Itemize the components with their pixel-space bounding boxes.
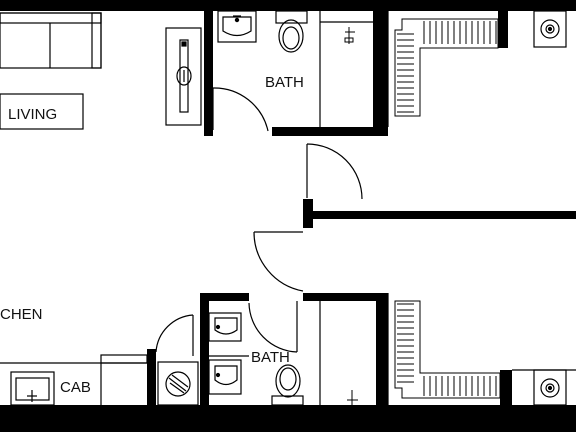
room-label-bath-lower: BATH bbox=[251, 349, 290, 366]
wall-upper-right-stub bbox=[498, 11, 508, 48]
wall-lower-bath-top-right bbox=[303, 293, 388, 301]
laundry-door bbox=[155, 314, 194, 356]
upper-bath-door bbox=[212, 87, 269, 132]
wall-lower-bath-right bbox=[376, 293, 388, 405]
wall-lower-right-stub bbox=[500, 370, 512, 405]
kitchen-sink bbox=[10, 371, 55, 406]
wall-lower-bath-left bbox=[200, 293, 209, 405]
lower-bath-toilet bbox=[271, 364, 304, 406]
room-label-bath-upper: BATH bbox=[265, 74, 304, 91]
wall-top bbox=[0, 0, 576, 11]
wall-upper-right-divider bbox=[373, 11, 388, 136]
wall-upper-bath-bottom bbox=[272, 127, 376, 136]
upper-closet bbox=[394, 18, 499, 117]
lower-stove bbox=[533, 369, 567, 406]
kitchen-counter-box bbox=[100, 354, 148, 405]
corridor-door-upper bbox=[306, 143, 363, 200]
lower-closet bbox=[394, 300, 501, 399]
upper-shower-valve bbox=[344, 27, 355, 44]
wall-lower-bath-top-left bbox=[200, 293, 249, 301]
living-label-box: LIVING bbox=[0, 93, 84, 130]
wall-corridor-right bbox=[303, 211, 576, 219]
room-label-cab: CAB bbox=[60, 379, 91, 396]
lower-bath-sink-1 bbox=[208, 312, 242, 342]
wall-upper-bath-left bbox=[204, 11, 213, 136]
tv-console bbox=[165, 27, 202, 126]
lower-shower-valve bbox=[347, 390, 358, 405]
sofa bbox=[0, 12, 102, 69]
partitions bbox=[0, 11, 576, 405]
lower-bath-door bbox=[248, 301, 298, 353]
room-label-living: LIVING bbox=[8, 106, 57, 123]
washer bbox=[157, 361, 199, 406]
upper-stove bbox=[533, 10, 567, 48]
upper-bath-toilet bbox=[275, 10, 308, 53]
upper-bath-sink bbox=[217, 10, 257, 43]
corridor-door-lower bbox=[253, 231, 304, 292]
lower-bath-sink-2 bbox=[208, 359, 242, 395]
room-label-kitchen: CHEN bbox=[0, 306, 43, 323]
wall-kitchen-right bbox=[147, 349, 156, 405]
wall-bottom bbox=[0, 405, 576, 432]
